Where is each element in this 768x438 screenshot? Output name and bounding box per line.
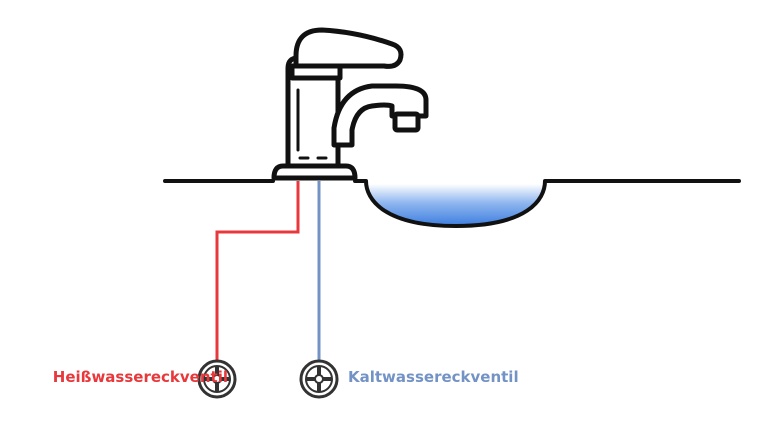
countertop-line [163, 179, 741, 229]
water-fill [368, 184, 545, 226]
hot-angle-valve-icon [197, 359, 237, 399]
hot-water-pipe [215, 181, 300, 360]
hot-valve-label: Heißwassereckventil [52, 368, 228, 386]
faucet-icon [271, 27, 429, 181]
cold-valve-label: Kaltwassereckventil [348, 368, 519, 386]
cold-angle-valve-icon [299, 359, 339, 399]
